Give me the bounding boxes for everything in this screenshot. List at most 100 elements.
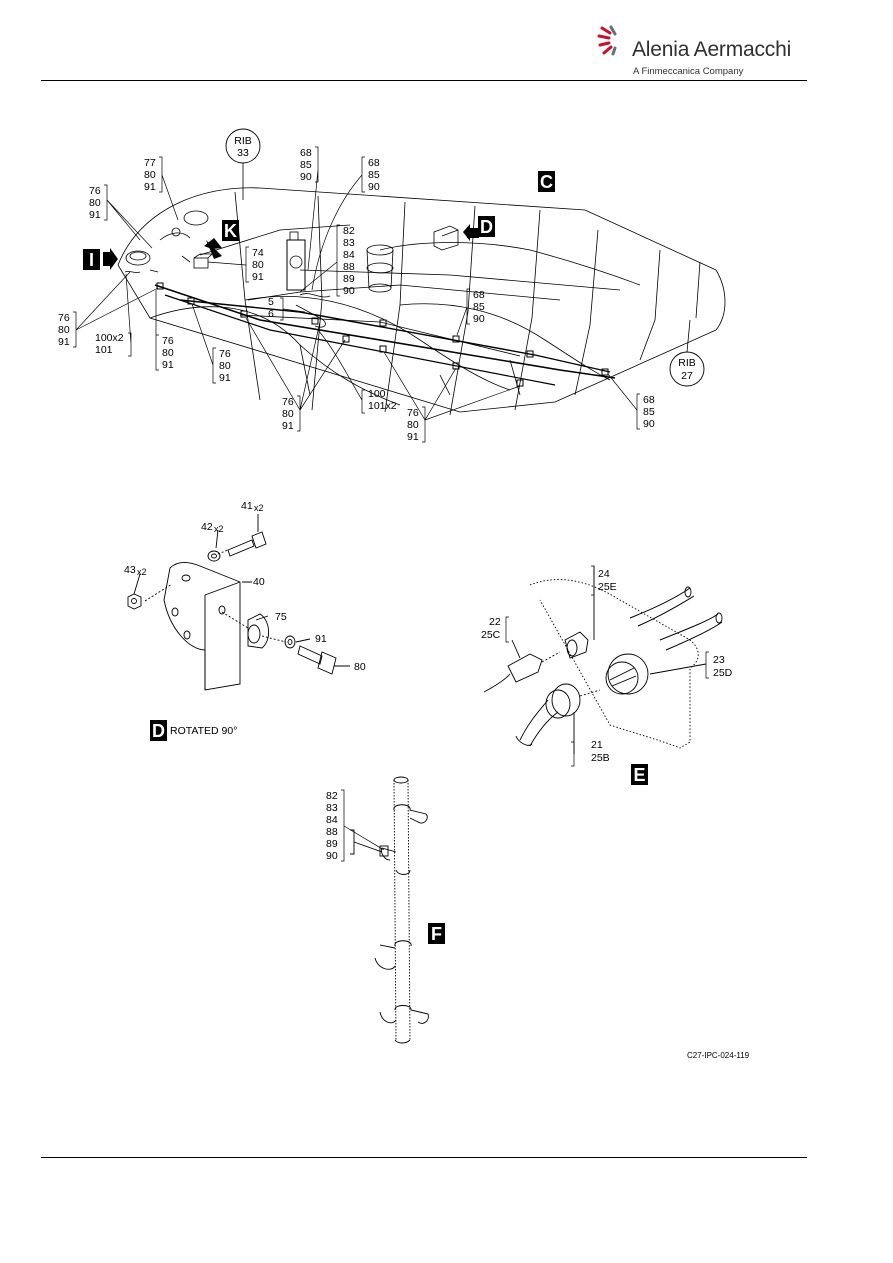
svg-text:25D: 25D bbox=[713, 667, 733, 679]
svg-text:76: 76 bbox=[407, 407, 419, 419]
svg-text:83: 83 bbox=[326, 802, 338, 814]
svg-text:6: 6 bbox=[268, 308, 274, 320]
view-letter-i: I bbox=[83, 248, 118, 270]
svg-text:90: 90 bbox=[300, 171, 312, 183]
rotated-caption: ROTATED 90° bbox=[170, 725, 237, 737]
svg-text:80: 80 bbox=[282, 408, 294, 420]
svg-text:D: D bbox=[480, 217, 493, 237]
svg-text:76: 76 bbox=[162, 335, 174, 347]
svg-text:85: 85 bbox=[473, 301, 485, 313]
svg-text:25C: 25C bbox=[481, 629, 501, 641]
svg-text:80: 80 bbox=[354, 661, 366, 673]
svg-text:91: 91 bbox=[219, 372, 231, 384]
svg-text:75: 75 bbox=[275, 611, 287, 623]
svg-text:91: 91 bbox=[58, 336, 70, 348]
svg-text:74: 74 bbox=[252, 247, 264, 259]
svg-text:I: I bbox=[89, 250, 94, 270]
svg-text:84: 84 bbox=[326, 814, 338, 826]
svg-text:25E: 25E bbox=[598, 581, 617, 593]
svg-text:42: 42 bbox=[201, 521, 213, 533]
svg-text:D: D bbox=[152, 721, 165, 741]
svg-text:89: 89 bbox=[343, 273, 355, 285]
svg-text:5: 5 bbox=[268, 296, 274, 308]
bracket-view-d bbox=[127, 514, 350, 691]
svg-text:RIB: RIB bbox=[678, 357, 696, 369]
rib-33-tag: RIB 33 bbox=[225, 128, 261, 200]
svg-text:F: F bbox=[431, 924, 442, 944]
svg-text:91: 91 bbox=[315, 633, 327, 645]
svg-text:90: 90 bbox=[368, 181, 380, 193]
svg-text:80: 80 bbox=[58, 324, 70, 336]
svg-text:76: 76 bbox=[219, 348, 231, 360]
company-name: Alenia Aermacchi bbox=[632, 38, 792, 61]
view-letter-k: K bbox=[204, 220, 239, 259]
alenia-logo-icon bbox=[597, 25, 617, 56]
svg-text:x2: x2 bbox=[137, 567, 147, 577]
view-letter-c: C bbox=[538, 171, 555, 192]
svg-text:80: 80 bbox=[162, 347, 174, 359]
svg-text:101x2: 101x2 bbox=[368, 400, 397, 412]
svg-text:80: 80 bbox=[144, 169, 156, 181]
svg-text:41: 41 bbox=[241, 500, 253, 512]
svg-text:68: 68 bbox=[643, 394, 655, 406]
svg-text:89: 89 bbox=[326, 838, 338, 850]
wing-section-view-c bbox=[117, 187, 726, 416]
svg-text:91: 91 bbox=[144, 181, 156, 193]
svg-text:91: 91 bbox=[162, 359, 174, 371]
svg-text:85: 85 bbox=[368, 169, 380, 181]
callout-group: 77 80 91 76 80 91 68 85 90 68 85 90 82 8… bbox=[58, 146, 655, 443]
svg-text:91: 91 bbox=[252, 271, 264, 283]
view-letter-e: E bbox=[631, 764, 648, 785]
svg-text:82: 82 bbox=[343, 225, 355, 237]
svg-text:85: 85 bbox=[643, 406, 655, 418]
svg-text:K: K bbox=[224, 221, 237, 241]
svg-text:68: 68 bbox=[473, 289, 485, 301]
svg-text:85: 85 bbox=[300, 159, 312, 171]
connector-view-e bbox=[483, 565, 723, 767]
svg-text:82: 82 bbox=[326, 790, 338, 802]
svg-text:83: 83 bbox=[343, 237, 355, 249]
svg-text:22: 22 bbox=[489, 616, 501, 628]
svg-text:77: 77 bbox=[144, 157, 156, 169]
svg-text:E: E bbox=[633, 765, 645, 785]
view-letter-d-rotated: D ROTATED 90° bbox=[150, 720, 237, 741]
rib-27-tag: RIB 27 bbox=[669, 319, 705, 387]
svg-text:27: 27 bbox=[681, 370, 693, 382]
svg-text:88: 88 bbox=[343, 261, 355, 273]
svg-text:76: 76 bbox=[282, 396, 294, 408]
svg-text:90: 90 bbox=[326, 850, 338, 862]
view-letter-d: D bbox=[463, 216, 495, 241]
svg-text:68: 68 bbox=[300, 147, 312, 159]
svg-text:84: 84 bbox=[343, 249, 355, 261]
svg-text:C: C bbox=[540, 172, 553, 192]
svg-text:91: 91 bbox=[89, 209, 101, 221]
company-subtitle: A Finmeccanica Company bbox=[633, 66, 744, 77]
svg-text:100: 100 bbox=[368, 388, 386, 400]
svg-text:24: 24 bbox=[598, 568, 610, 580]
svg-text:88: 88 bbox=[326, 826, 338, 838]
svg-text:91: 91 bbox=[282, 420, 294, 432]
connector-callouts: 24 25E 22 25C 23 25D 21 25B bbox=[481, 568, 733, 764]
tube-view-f bbox=[350, 776, 429, 1044]
svg-text:76: 76 bbox=[58, 312, 70, 324]
svg-text:101: 101 bbox=[95, 344, 113, 356]
svg-text:100x2: 100x2 bbox=[95, 332, 124, 344]
header-rule bbox=[41, 80, 807, 81]
svg-text:23: 23 bbox=[713, 654, 725, 666]
svg-text:90: 90 bbox=[473, 313, 485, 325]
svg-text:91: 91 bbox=[407, 431, 419, 443]
svg-text:RIB: RIB bbox=[234, 135, 252, 147]
view-letter-f: F bbox=[428, 923, 445, 944]
tube-callouts: 82 83 84 88 89 90 bbox=[326, 789, 385, 862]
svg-text:68: 68 bbox=[368, 157, 380, 169]
svg-text:40: 40 bbox=[253, 576, 265, 588]
bracket-callouts: 41 x2 42 x2 43 x2 40 75 91 80 bbox=[124, 500, 366, 673]
svg-text:x2: x2 bbox=[254, 503, 264, 513]
svg-text:33: 33 bbox=[237, 147, 249, 159]
svg-text:21: 21 bbox=[591, 739, 603, 751]
svg-text:43: 43 bbox=[124, 564, 136, 576]
svg-text:90: 90 bbox=[643, 418, 655, 430]
footer-rule bbox=[41, 1157, 807, 1158]
svg-text:80: 80 bbox=[89, 197, 101, 209]
